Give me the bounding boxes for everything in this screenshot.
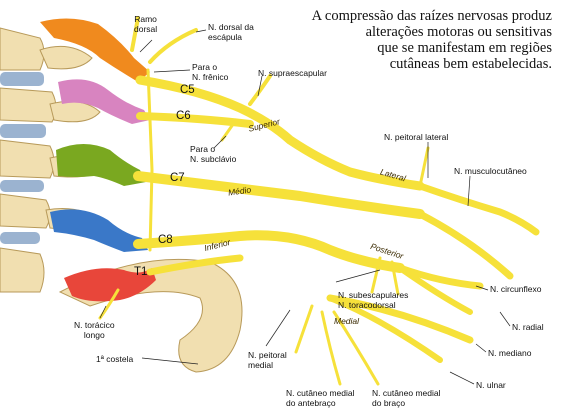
label-line: Para o bbox=[192, 62, 218, 72]
musculocutaneo-label: N. musculocutâneo bbox=[454, 166, 527, 176]
label-line: escápula bbox=[208, 32, 243, 42]
label-line: N. frênico bbox=[192, 72, 229, 82]
label-line: N. torácico bbox=[74, 320, 115, 330]
label-line: dorsal bbox=[134, 24, 158, 34]
label-line: N. subclávio bbox=[190, 154, 237, 164]
nerve-roots bbox=[40, 18, 156, 302]
root-c6-label: C6 bbox=[176, 110, 191, 122]
caption-line: A compressão das raízes nervosas produz bbox=[311, 8, 552, 24]
label-line: Para o bbox=[190, 144, 216, 154]
peitoral-lateral-label: N. peitoral lateral bbox=[384, 132, 449, 142]
label-line: do braço bbox=[372, 398, 406, 408]
label-line: do antebraço bbox=[286, 398, 336, 408]
dorsal-escapula-label: N. dorsal da escápula bbox=[208, 22, 254, 42]
root-c7-label: C7 bbox=[170, 172, 185, 184]
figure-caption: A compressão das raízes nervosas produz … bbox=[302, 8, 552, 72]
cutaneo-braco-label: N. cutâneo medial do braço bbox=[372, 388, 441, 408]
caption-line: cutâneas bem estabelecidas. bbox=[389, 56, 552, 72]
toracodorsal-label: N. toracodorsal bbox=[338, 300, 396, 310]
label-line: N. cutâneo medial bbox=[372, 388, 441, 398]
label-line: N. dorsal da bbox=[208, 22, 254, 32]
label-line: longo bbox=[83, 330, 105, 340]
subclavio-label: Para o N. subclávio bbox=[190, 144, 236, 164]
label-line: medial bbox=[248, 360, 274, 370]
cutaneo-antebraco-label: N. cutâneo medial do antebraço bbox=[286, 388, 355, 408]
caption-line: que se manifestam em regiões bbox=[377, 40, 552, 56]
caption-line: alterações motoras ou sensitivas bbox=[365, 24, 552, 40]
peitoral-medial-label: N. peitoral medial bbox=[248, 350, 287, 370]
subescapulares-label: N. subescapulares bbox=[338, 290, 409, 300]
costela-label: 1ª costela bbox=[96, 354, 134, 364]
medial-cord-label: Medial bbox=[334, 316, 360, 326]
ramo-dorsal-label: Ramo dorsal bbox=[134, 14, 157, 34]
supraescapular-label: N. supraescapular bbox=[258, 68, 327, 78]
ulnar-label: N. ulnar bbox=[476, 380, 506, 390]
label-line: Ramo bbox=[134, 14, 157, 24]
root-c5-label: C5 bbox=[180, 84, 195, 96]
leader-lines bbox=[99, 29, 511, 385]
frenico-label: Para o N. frênico bbox=[192, 62, 228, 82]
label-line: N. peitoral bbox=[248, 350, 287, 360]
mediano-label: N. mediano bbox=[488, 348, 532, 358]
nerve-network bbox=[98, 16, 540, 386]
root-c8-label: C8 bbox=[158, 234, 173, 246]
toracico-longo-label: N. torácico longo bbox=[74, 320, 115, 340]
radial-label: N. radial bbox=[512, 322, 544, 332]
label-line: N. cutâneo medial bbox=[286, 388, 355, 398]
root-t1-label: T1 bbox=[134, 266, 148, 278]
circunflexo-label: N. circunflexo bbox=[490, 284, 542, 294]
